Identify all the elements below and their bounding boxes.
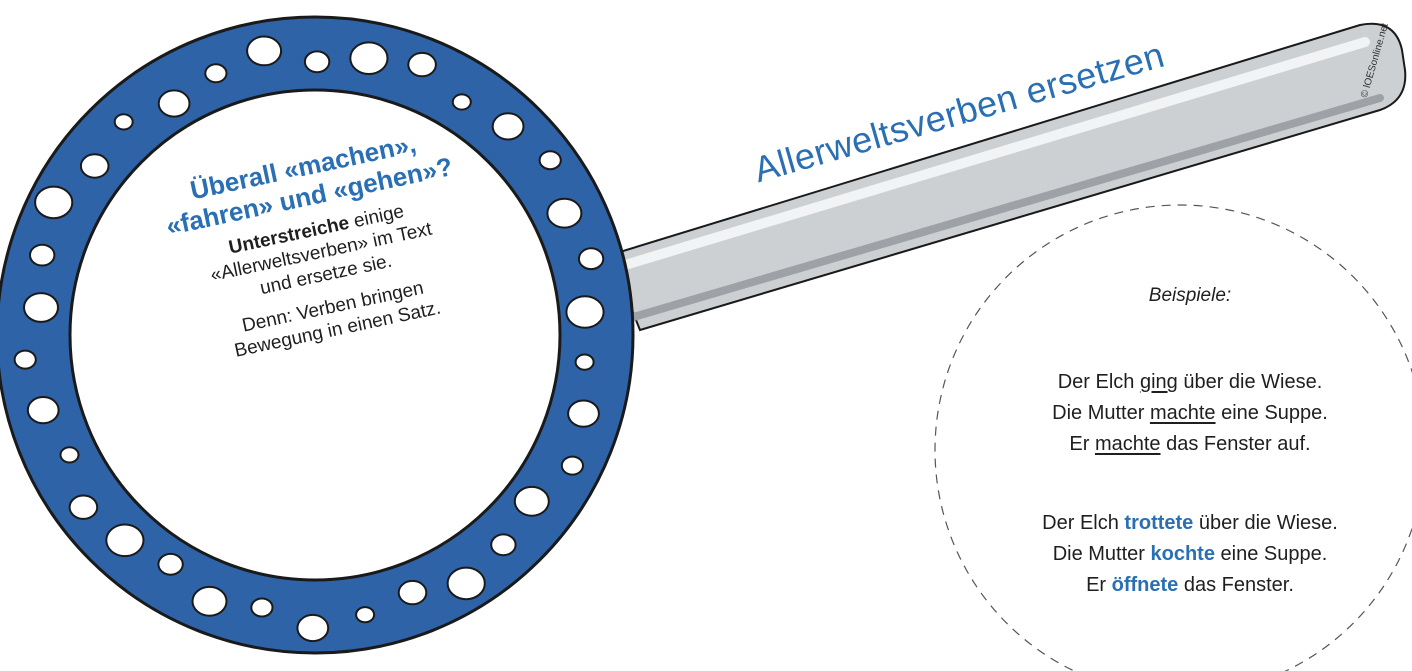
example-before-post: eine Suppe. [1215,402,1328,424]
lens-spot [574,353,595,371]
example-before-line: Die Mutter machte eine Suppe. [990,398,1390,429]
lens-spot [204,63,228,84]
lens-spot [23,292,59,323]
lens-spot [113,113,134,131]
lens-spot [349,41,389,76]
example-after-line: Der Elch trottete über die Wiese. [990,508,1390,539]
example-before-pre: Die Mutter [1052,402,1150,424]
example-after-pre: Er [1086,574,1112,596]
examples-before-block: Der Elch ging über die Wiese. Die Mutter… [990,367,1390,460]
lens-spot [157,552,184,576]
lens-spot [567,399,600,428]
lens-spot [303,50,331,74]
example-before-pre: Er [1069,433,1095,455]
example-after-post: über die Wiese. [1193,512,1338,534]
lens-spot [246,35,283,67]
example-after-line: Er öffnete das Fenster. [990,570,1390,601]
examples-after-block: Der Elch trottete über die Wiese. Die Mu… [990,508,1390,601]
lens-spot [538,150,562,171]
lens-spot [29,243,56,267]
lens-spot [59,446,80,464]
example-before-pre: Der Elch [1057,371,1140,393]
lens-spot [565,295,605,329]
example-before-post: das Fenster auf. [1160,433,1311,455]
lens-spot [34,185,74,220]
lens-spot [13,349,37,370]
lens-spot [546,197,583,229]
lens-spot [105,523,145,558]
example-before-line: Er machte das Fenster auf. [990,429,1390,460]
lens-spot [296,613,330,643]
example-after-verb: kochte [1150,543,1215,565]
example-after-post: eine Suppe. [1214,543,1328,565]
lens-spot [355,606,376,624]
lens-spot [491,112,525,141]
lens-spot [250,597,274,618]
example-after-pre: Die Mutter [1052,543,1151,565]
example-after-line: Die Mutter kochte eine Suppe. [990,539,1390,570]
example-before-line: Der Elch ging über die Wiese. [990,367,1390,398]
lens-spot [451,93,472,111]
lens-spot [490,533,517,557]
lens-spot [446,566,486,601]
lens-spot [513,485,550,517]
example-before-verb: ging [1139,371,1178,393]
example-after-pre: Der Elch [1042,512,1125,534]
lens-spot [407,51,437,78]
lens-spot [157,89,191,118]
lens-spot [397,579,428,606]
lens-spot [577,247,605,271]
lens-spot [26,396,60,425]
magnifier-lens [0,15,635,655]
example-after-post: das Fenster. [1178,574,1294,596]
magnifier-handle [608,22,1407,332]
lens-spot [79,153,110,179]
examples-heading: Beispiele: [1148,285,1232,306]
example-after-verb: trottete [1124,512,1194,534]
lens-spot [68,494,99,520]
example-before-verb: machte [1149,402,1216,424]
lens-spot [560,455,585,476]
example-before-post: über die Wiese. [1177,371,1323,393]
examples-panel: Beispiele: Der Elch ging über die Wiese.… [990,280,1390,649]
example-before-verb: machte [1094,433,1161,455]
example-after-verb: öffnete [1111,574,1179,596]
examples-dashed-circle [934,204,1412,671]
lens-spot [191,585,228,617]
